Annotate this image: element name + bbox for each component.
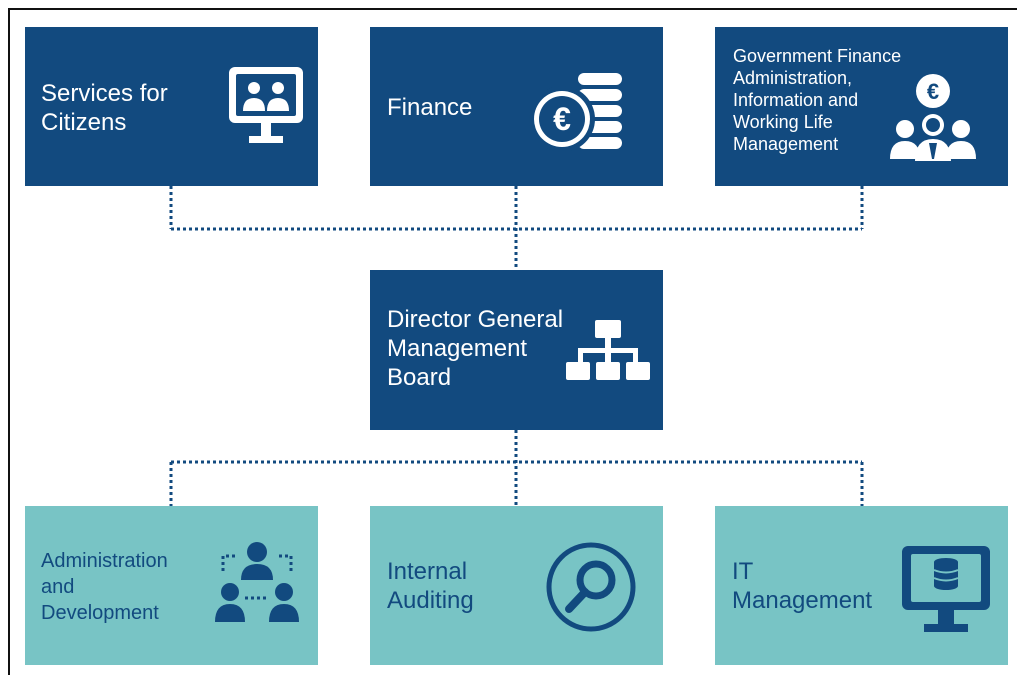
unit-label: Government Finance Administration, Infor… <box>733 46 902 154</box>
unit-finance: Finance € <box>370 27 663 186</box>
magnifier-icon <box>546 542 636 632</box>
diagram-frame <box>8 8 1017 675</box>
unit-internal-auditing: Internal Auditing <box>370 506 663 665</box>
euro-people-group-icon: € <box>890 74 976 161</box>
org-chart-icon <box>566 320 650 380</box>
video-call-monitor-icon <box>229 67 303 143</box>
database-monitor-icon <box>902 546 990 632</box>
unit-government-finance: Government Finance Administration, Infor… <box>715 27 1008 186</box>
unit-label: Finance <box>387 94 473 121</box>
svg-text:€: € <box>553 101 571 137</box>
team-development-icon <box>215 542 299 622</box>
unit-label: Internal Auditing <box>387 558 474 614</box>
unit-director-general: Director General Management Board <box>370 270 663 430</box>
unit-administration-development: Administration and Development <box>25 506 318 665</box>
unit-services-for-citizens: Services for Citizens <box>25 27 318 186</box>
unit-label: Services for Citizens <box>41 80 168 136</box>
unit-it-management: IT Management <box>715 506 1008 665</box>
euro-coins-icon: € <box>529 73 622 152</box>
unit-label: Director General Management Board <box>387 306 564 391</box>
unit-label: IT Management <box>732 558 873 614</box>
unit-label: Administration and Development <box>41 550 168 624</box>
svg-text:€: € <box>927 79 939 104</box>
